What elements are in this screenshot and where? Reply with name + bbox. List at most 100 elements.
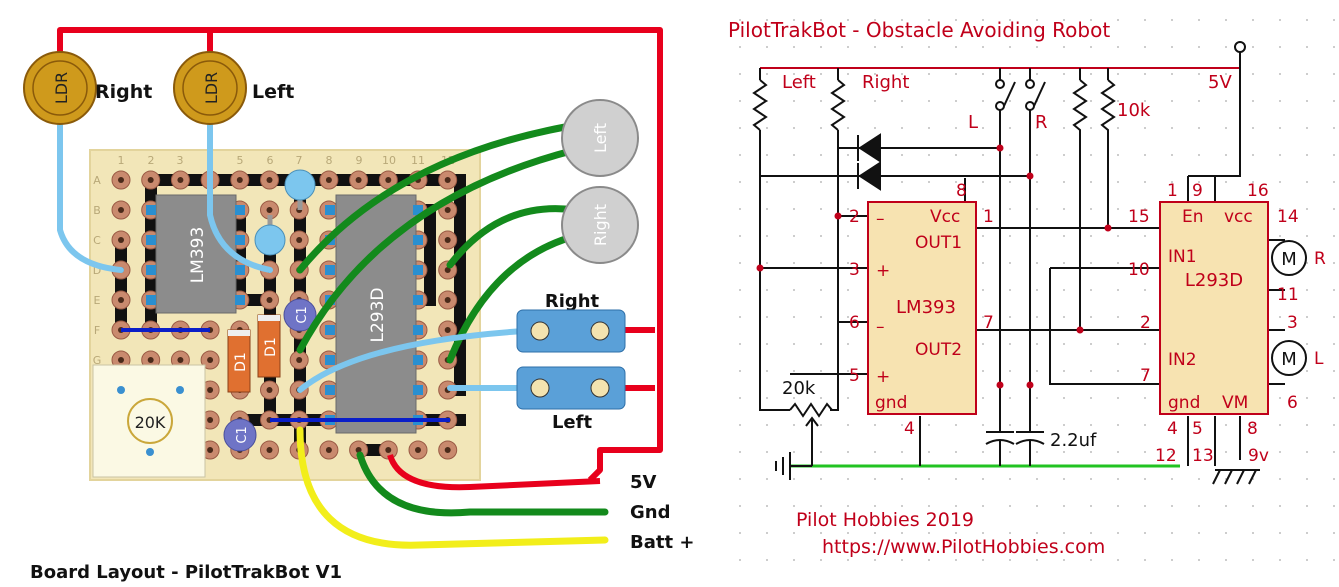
ldr-left-label: Left bbox=[252, 81, 294, 103]
grid-dot bbox=[1144, 208, 1146, 210]
grid-dot bbox=[1063, 532, 1065, 534]
motor-left: Left bbox=[561, 99, 639, 177]
grid-dot bbox=[1063, 100, 1065, 102]
grid-dot bbox=[1306, 316, 1308, 318]
grid-dot bbox=[1009, 127, 1011, 129]
grid-dot bbox=[1171, 451, 1173, 453]
grid-dot bbox=[739, 289, 741, 291]
grid-dot bbox=[820, 451, 822, 453]
grid-dot bbox=[739, 181, 741, 183]
grid-dot bbox=[1306, 19, 1308, 21]
l293d-pin-numbers: 1 9 16 15 14 10 11 2 3 7 6 4 5 8 12 13 bbox=[1128, 181, 1299, 466]
grid-dot bbox=[1090, 451, 1092, 453]
grid-dot bbox=[1036, 235, 1038, 237]
grid-dot bbox=[793, 424, 795, 426]
grid-dot bbox=[1279, 478, 1281, 480]
row-b: B bbox=[93, 204, 101, 217]
grid-dot bbox=[793, 370, 795, 372]
grid-dot bbox=[1225, 451, 1227, 453]
grid-dot bbox=[1009, 424, 1011, 426]
grid-dot bbox=[901, 154, 903, 156]
vbat-text: 9v bbox=[1248, 446, 1269, 466]
grid-dot bbox=[955, 127, 957, 129]
grid-dot bbox=[874, 100, 876, 102]
chip-pin bbox=[146, 265, 156, 275]
grid-dot bbox=[1198, 73, 1200, 75]
grid-dot bbox=[1036, 181, 1038, 183]
grid-dot bbox=[793, 397, 795, 399]
grid-dot bbox=[928, 424, 930, 426]
grid-dot bbox=[1198, 532, 1200, 534]
grid-dot bbox=[901, 46, 903, 48]
grid-dot bbox=[1171, 46, 1173, 48]
pad-hole bbox=[236, 177, 243, 183]
grid-dot bbox=[1063, 235, 1065, 237]
grid-dot bbox=[928, 505, 930, 507]
grid-dot bbox=[1333, 478, 1335, 480]
grid-dot bbox=[1171, 424, 1173, 426]
grid-dot bbox=[1306, 397, 1308, 399]
pullup-label: 10k bbox=[1117, 100, 1151, 121]
grid-dot bbox=[739, 73, 741, 75]
grid-dot bbox=[1036, 316, 1038, 318]
pot-text: 20k bbox=[782, 378, 816, 399]
grid-dot bbox=[1171, 100, 1173, 102]
pad-hole bbox=[147, 357, 154, 363]
pad-hole bbox=[118, 237, 124, 243]
diode-symbol bbox=[857, 133, 881, 163]
grid-dot bbox=[1198, 127, 1200, 129]
grid-dot bbox=[766, 559, 768, 561]
grid-dot bbox=[955, 424, 957, 426]
wire-label-gnd: Gnd bbox=[630, 502, 670, 523]
grid-dot bbox=[766, 73, 768, 75]
motor-l-text: L bbox=[1314, 349, 1324, 369]
grid-dot bbox=[1144, 451, 1146, 453]
grid-dot bbox=[1144, 262, 1146, 264]
row-d: D bbox=[93, 264, 101, 277]
grid-dot bbox=[1036, 478, 1038, 480]
grid-dot bbox=[766, 370, 768, 372]
svg-text:6: 6 bbox=[849, 313, 860, 333]
grid-dot bbox=[1198, 100, 1200, 102]
grid-dot bbox=[739, 235, 741, 237]
grid-dot bbox=[982, 343, 984, 345]
switch-left bbox=[516, 366, 626, 410]
grid-dot bbox=[820, 289, 822, 291]
l293d-vm: VM bbox=[1222, 393, 1248, 413]
grid-dot bbox=[1144, 73, 1146, 75]
grid-dot bbox=[739, 424, 741, 426]
pad-hole bbox=[207, 357, 214, 363]
col-10: 10 bbox=[382, 154, 396, 167]
pad-hole bbox=[444, 267, 451, 273]
ldr-left-text: Left bbox=[782, 72, 816, 93]
grid-dot bbox=[847, 19, 849, 21]
l293d-chip-label: L293D bbox=[368, 287, 388, 342]
diode-symbol bbox=[857, 161, 881, 191]
grid-dot bbox=[820, 181, 822, 183]
grid-dot bbox=[847, 127, 849, 129]
pad-hole bbox=[444, 327, 451, 333]
grid-dot bbox=[874, 19, 876, 21]
grid-dot bbox=[1090, 289, 1092, 291]
grid-dot bbox=[1036, 46, 1038, 48]
lm393-symbol bbox=[867, 201, 977, 415]
chip-pin bbox=[325, 325, 335, 335]
grid-dot bbox=[793, 127, 795, 129]
url-text: https://www.PilotHobbies.com bbox=[822, 536, 1105, 558]
lm393-out1: OUT1 bbox=[915, 233, 962, 253]
chip-pin bbox=[146, 235, 156, 245]
grid-dot bbox=[1279, 397, 1281, 399]
grid-dot bbox=[1252, 505, 1254, 507]
pad-hole bbox=[355, 447, 362, 453]
pad-hole bbox=[444, 207, 451, 213]
grid-dot bbox=[1225, 46, 1227, 48]
chip-pin bbox=[146, 295, 156, 305]
grid-dot bbox=[1144, 370, 1146, 372]
grid-dot bbox=[1117, 505, 1119, 507]
col-6: 6 bbox=[267, 154, 274, 167]
grid-dot bbox=[1117, 46, 1119, 48]
grid-dot bbox=[901, 478, 903, 480]
l293d-symbol bbox=[1159, 201, 1269, 415]
motor-r-symbol: M bbox=[1271, 240, 1307, 276]
pad-hole bbox=[118, 297, 124, 303]
